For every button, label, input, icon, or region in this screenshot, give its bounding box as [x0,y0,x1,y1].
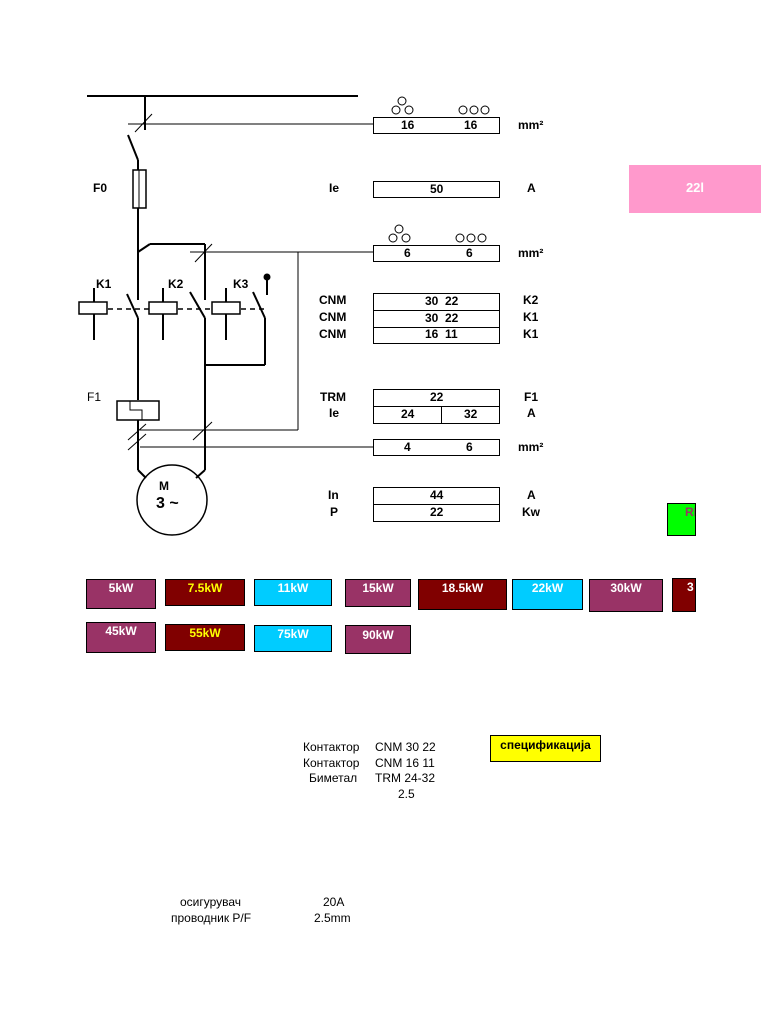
power-button-30kw[interactable]: 30kW [589,579,663,612]
fuse-label-f0: F0 [93,181,108,195]
power-button-7-5kw[interactable]: 7.5kW [165,579,245,606]
relay-table: 22 24 32 [373,389,500,424]
cnm-2-v2: 22 [445,311,459,325]
cnm-3-v2: 11 [445,327,458,341]
power-indicator-box: 22l [629,165,761,213]
relay-range-max: 32 [464,407,478,421]
spec-name-1: Контактор [303,740,360,754]
cnm-label-3: CNM [319,327,347,341]
contactor-label-k1: K1 [96,277,112,291]
ie-label-2: Ie [329,406,340,420]
power-button-22kw[interactable]: 22kW [512,579,583,610]
fuse-current-value: 50 [430,182,444,196]
power-button-45kw[interactable]: 45kW [86,622,156,653]
p-label: P [330,505,339,519]
spec-name-2: Контактор [303,756,360,770]
trm-ref: F1 [524,390,539,404]
motor-current-value: 44 [430,488,444,502]
unit-mm2-1: mm² [518,118,544,132]
unit-a-1: A [527,181,536,195]
cnm-ref-3: K1 [523,327,539,341]
ie-label-1: Ie [329,181,340,195]
cable-size-2a: 6 [404,246,411,260]
power-button-18-5kw[interactable]: 18.5kW [418,579,507,610]
unit-mm2-2: mm² [518,246,544,260]
cable-size-row-1: 16 16 [373,117,500,134]
motor-label-m: M [159,479,169,493]
fuse-name: осигурувач [180,895,242,909]
relay-label-f1: F1 [87,390,102,404]
cnm-label-2: CNM [319,310,347,324]
spec-name-3: Биметал [309,771,358,785]
cnm-ref-1: K2 [523,293,539,307]
power-button-15kw[interactable]: 15kW [345,579,411,607]
trm-value: 22 [430,390,444,404]
cable-size-1b: 16 [464,118,478,132]
contactor-table: 30 22 30 22 16 11 [373,293,500,344]
unit-a-2: A [527,406,536,420]
relay-range-min: 24 [401,407,415,421]
cnm-2-v1: 30 [425,311,439,325]
cable-size-row-2: 6 6 [373,245,500,262]
green-indicator-box[interactable]: RI [667,503,696,536]
conductor-name: проводник P/F [171,911,252,925]
spec-value-2: CNM 16 11 [375,756,435,770]
motor-table: 44 22 [373,487,500,522]
cnm-1-v1: 30 [425,294,439,308]
cable-size-row-3: 4 6 [373,439,500,456]
power-button-90kw[interactable]: 90kW [345,625,411,654]
trm-label: TRM [320,390,346,404]
cable-size-3b: 6 [466,440,473,454]
conductor-value: 2.5mm [314,911,351,925]
unit-a-3: A [527,488,536,502]
fuse-current-box: 50 [373,181,500,198]
spec-value-4: 2.5 [398,787,415,801]
cnm-label-1: CNM [319,293,347,307]
power-button-11kw[interactable]: 11kW [254,579,332,606]
power-button-5kw[interactable]: 5kW [86,579,156,609]
in-label: In [328,488,339,502]
power-button-75kw[interactable]: 75kW [254,625,332,652]
motor-power-value: 22 [430,505,444,519]
cnm-ref-2: K1 [523,310,539,324]
unit-kw: Kw [522,505,540,519]
spec-value-3: TRM 24-32 [375,771,436,785]
cnm-3-v1: 16 [425,327,439,341]
cable-size-1a: 16 [401,118,415,132]
power-button-37kw[interactable]: 3 [672,578,696,612]
fuse-value: 20A [323,895,345,909]
spec-value-1: CNM 30 22 [375,740,436,754]
motor-label-phase: 3 ~ [156,495,179,512]
cnm-1-v2: 22 [445,294,459,308]
specification-button[interactable]: спецификација [490,735,601,762]
cable-size-3a: 4 [404,440,411,454]
power-button-55kw[interactable]: 55kW [165,624,245,651]
contactor-label-k2: K2 [168,277,184,291]
unit-mm2-3: mm² [518,440,544,454]
cable-size-2b: 6 [466,246,473,260]
contactor-label-k3: K3 [233,277,249,291]
